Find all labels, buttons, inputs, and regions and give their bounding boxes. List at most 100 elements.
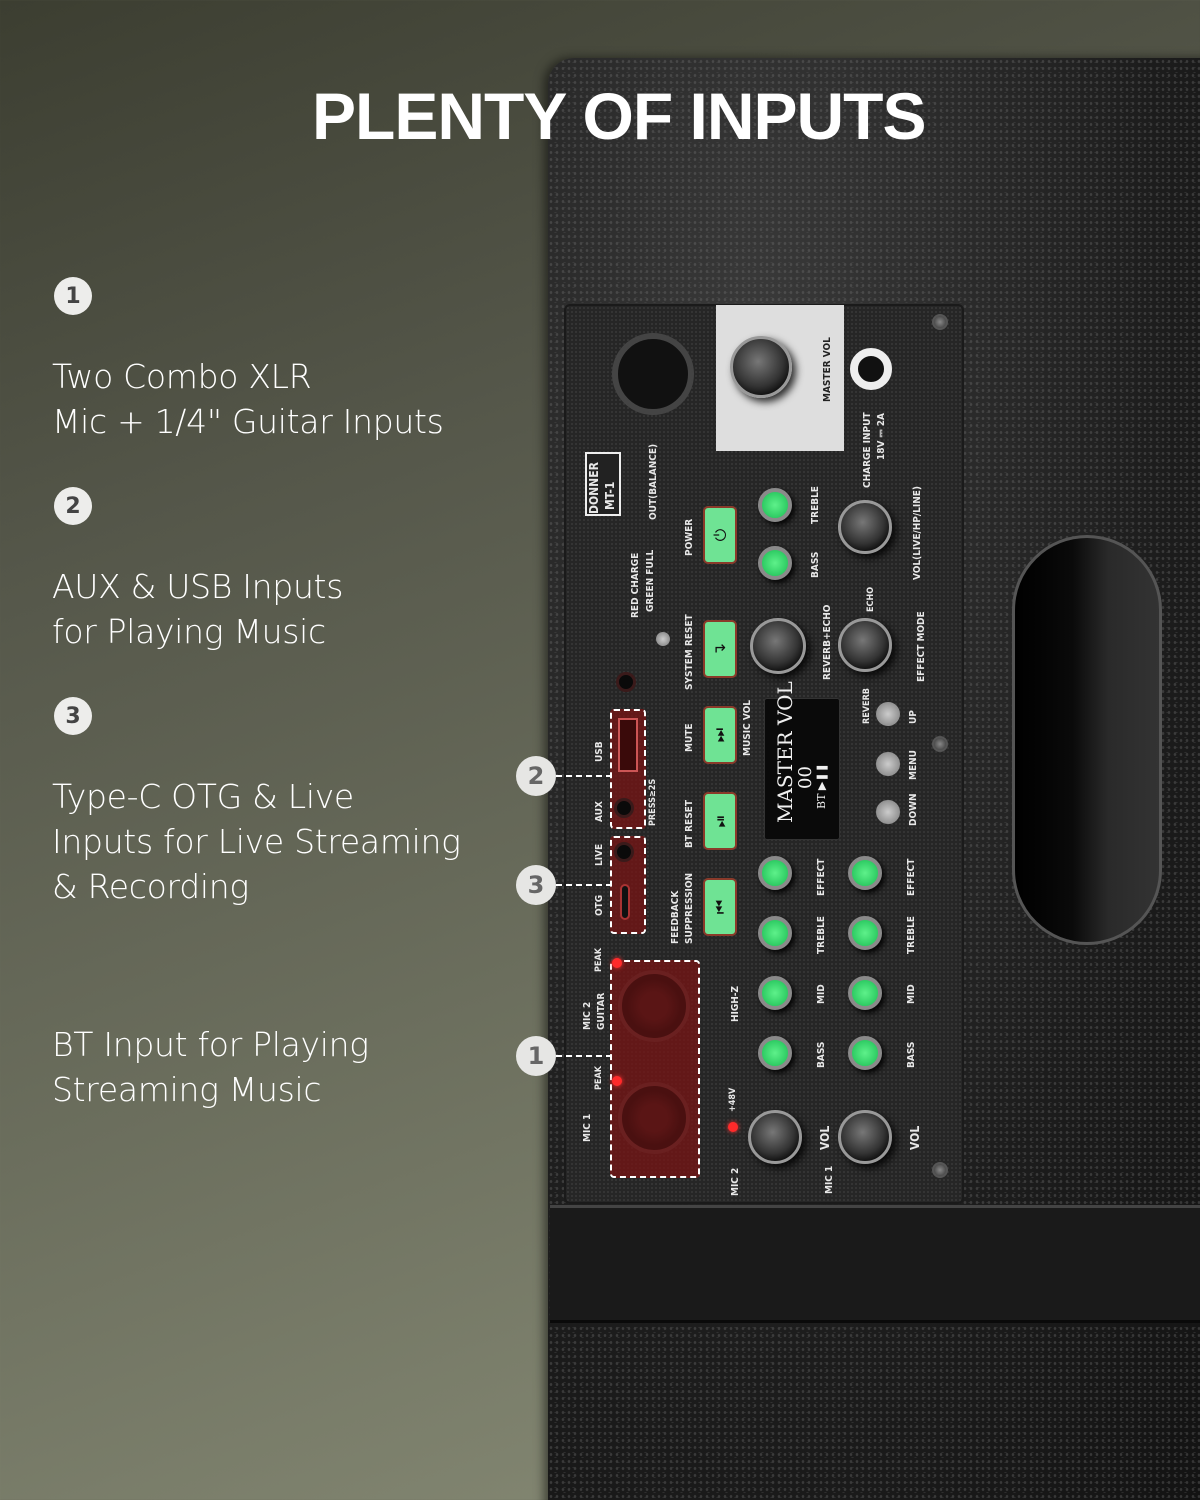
mic1-treble-knob[interactable] — [848, 916, 882, 950]
phantom-label: +48V — [728, 1087, 738, 1112]
mic1-mid-knob[interactable] — [848, 976, 882, 1010]
headphone-jack[interactable] — [616, 672, 636, 692]
mute-button[interactable]: ⏭ — [703, 706, 737, 764]
display-line-1: MASTER VOL — [773, 681, 797, 823]
mic2-peak-led — [612, 958, 622, 968]
reverb-label: REVERB — [862, 688, 872, 724]
treble-label: TREBLE — [810, 486, 821, 524]
mic1-effect-knob[interactable] — [848, 856, 882, 890]
otg-label: OTG — [594, 894, 605, 916]
master-vol-label: MASTER VOL — [822, 337, 833, 402]
mic2-bass-knob[interactable] — [758, 1036, 792, 1070]
charge-led-label-2: GREEN FULL — [645, 549, 656, 612]
mic2-effect-knob[interactable] — [758, 856, 792, 890]
music-vol-label: MUSIC VOL — [742, 700, 753, 756]
effect-label: EFFECT — [906, 858, 917, 896]
peak-label: PEAK — [594, 1065, 604, 1090]
bass-label: BASS — [816, 1041, 827, 1068]
mic2-treble-knob[interactable] — [758, 916, 792, 950]
cabinet-ledge — [550, 1205, 1200, 1323]
callout-1-leader — [556, 1055, 612, 1057]
up-label: UP — [908, 710, 919, 724]
feature-1-text: Two Combo XLR Mic + 1/4" Guitar Inputs — [52, 354, 444, 444]
charge-led-indicator — [656, 632, 670, 646]
out-balance-label: OUT(BALANCE) — [648, 443, 659, 520]
reverb-echo-knob[interactable] — [750, 618, 806, 674]
feature-4-line-2: Streaming Music — [52, 1070, 322, 1109]
mic1-peak-led — [612, 1076, 622, 1086]
bass-label: BASS — [906, 1041, 917, 1068]
feature-2-text: AUX & USB Inputs for Playing Music — [52, 564, 343, 654]
feedback-suppression-button[interactable]: ⏮ — [703, 878, 737, 936]
feature-4-text: BT Input for Playing Streaming Music — [52, 1022, 369, 1112]
usb-port[interactable] — [618, 718, 638, 772]
mic2-vol-label: MIC 2 — [730, 1167, 741, 1196]
charge-spec-label: 18V ⎓ 2A — [876, 413, 887, 460]
bt-reset-label: BT RESET — [684, 800, 695, 848]
display-line-3: BT ▶❚❚ — [815, 763, 828, 809]
up-button[interactable] — [876, 702, 900, 726]
effect-label: EFFECT — [816, 858, 827, 896]
feature-3-line-2: Inputs for Live Streaming — [52, 822, 461, 861]
menu-button[interactable] — [876, 752, 900, 776]
vol-live-knob[interactable] — [838, 500, 892, 554]
display-line-2: 00 — [795, 766, 816, 789]
feature-number-2: 2 — [54, 487, 92, 525]
usb-c-otg-port[interactable] — [620, 884, 630, 920]
feature-3-text: Type-C OTG & Live Inputs for Live Stream… — [52, 774, 461, 909]
mic2-vol-knob[interactable] — [748, 1110, 802, 1164]
live-label: LIVE — [594, 843, 605, 866]
mic1-bass-knob[interactable] — [848, 1036, 882, 1070]
down-label: DOWN — [908, 793, 919, 826]
mic2-guitar-combo-jack[interactable] — [618, 970, 690, 1042]
callout-3-leader — [556, 884, 612, 886]
charge-input-label: CHARGE INPUT — [862, 412, 873, 488]
feature-1-line-2: Mic + 1/4" Guitar Inputs — [52, 402, 444, 441]
system-reset-button[interactable]: ↴ — [703, 620, 737, 678]
feature-number-3: 3 — [54, 697, 92, 735]
master-vol-knob[interactable] — [730, 336, 792, 398]
charge-led-label: RED CHARGE — [630, 552, 641, 618]
bass-label: BASS — [810, 551, 821, 578]
power-label: POWER — [684, 518, 695, 556]
echo-label: ECHO — [866, 586, 876, 612]
down-button[interactable] — [876, 800, 900, 824]
mic1-vol-label: MIC 1 — [824, 1165, 835, 1194]
feature-3-line-1: Type-C OTG & Live — [52, 777, 354, 816]
mid-label: MID — [906, 984, 917, 1004]
power-button[interactable]: ⏻ — [703, 506, 737, 564]
mid-label: MID — [816, 984, 827, 1004]
prev-track-icon: ⏮ — [710, 899, 729, 915]
music-bass-knob[interactable] — [758, 546, 792, 580]
usb-label: USB — [594, 741, 605, 762]
vol-live-label: VOL(LIVE/HP/LINE) — [912, 485, 923, 580]
aux-jack[interactable] — [614, 798, 634, 818]
feature-3-line-3: & Recording — [52, 867, 249, 906]
menu-label: MENU — [908, 750, 919, 780]
feature-1-line-1: Two Combo XLR — [52, 357, 312, 396]
treble-label: TREBLE — [906, 916, 917, 954]
peak-label: PEAK — [594, 947, 604, 972]
bt-reset-button[interactable]: ⏯ — [703, 792, 737, 850]
mic1-combo-jack[interactable] — [618, 1082, 690, 1154]
feature-4-line-1: BT Input for Playing — [52, 1025, 369, 1064]
reset-icon: ↴ — [710, 642, 730, 656]
feature-2-line-2: for Playing Music — [52, 612, 326, 651]
mic2-label: MIC 2 — [582, 1001, 593, 1030]
dc-charge-jack[interactable] — [850, 348, 892, 390]
feedback-label: FEEDBACK — [670, 890, 681, 944]
live-jack[interactable] — [614, 842, 634, 862]
music-treble-knob[interactable] — [758, 488, 792, 522]
vol-label: VOL — [818, 1125, 832, 1150]
xlr-output-jack[interactable] — [612, 333, 694, 415]
mic1-vol-knob[interactable] — [838, 1110, 892, 1164]
aux-label: AUX — [594, 801, 605, 822]
brand-logo — [585, 452, 621, 516]
effect-mode-label: EFFECT MODE — [916, 611, 927, 682]
mute-label: MUTE — [684, 723, 695, 752]
mic2-mid-knob[interactable] — [758, 976, 792, 1010]
system-reset-label: SYSTEM RESET — [684, 614, 695, 690]
play-pause-icon: ⏯ — [710, 814, 729, 828]
effect-mode-knob[interactable] — [838, 618, 892, 672]
screw-icon — [932, 736, 948, 752]
